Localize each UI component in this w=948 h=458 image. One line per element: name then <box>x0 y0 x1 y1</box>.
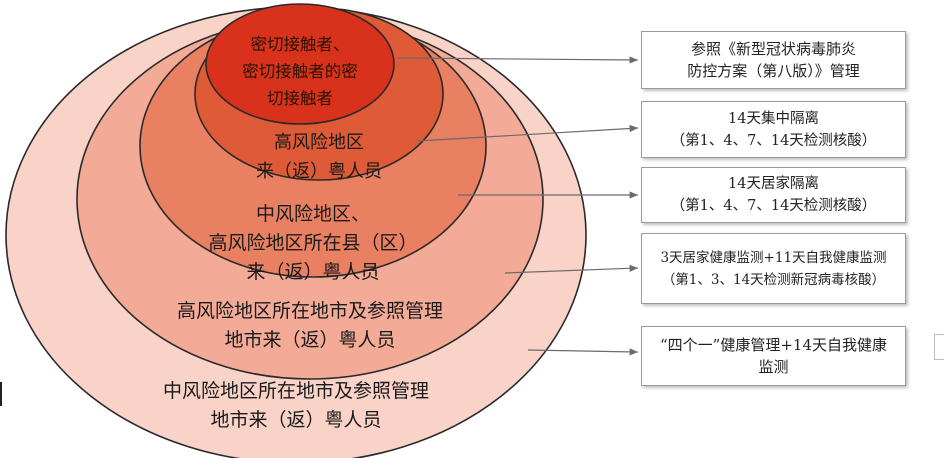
left-edge-mark <box>0 382 2 406</box>
measure-line: 14天居家隔离 <box>728 176 819 192</box>
connector-arrow-4 <box>504 264 639 274</box>
measure-box-medium-risk-city: “四个一”健康管理+14天自我健康 监测 <box>641 326 906 386</box>
circle-level-1 <box>205 3 395 125</box>
measure-line: 参照《新型冠状病毒肺炎 <box>690 40 856 58</box>
measure-line: 14天集中隔离 <box>728 110 819 127</box>
circle-label-level-5: 地市来（返）粤人员 <box>210 409 381 431</box>
circle-label-level-5: 中风险地区所在地市及参照管理 <box>163 380 429 402</box>
circle-label-level-4: 地市来（返）粤人员 <box>224 329 395 351</box>
connector-arrow-2 <box>417 124 639 142</box>
circle-label-level-2: 高风险地区 <box>274 132 364 153</box>
circle-label-level-3: 高风险地区所在县（区） <box>208 232 417 254</box>
circle-label-level-2: 来（返）粤人员 <box>256 161 382 182</box>
right-edge-mark <box>934 334 944 360</box>
measure-line: （第1、4、7、14天检测核酸） <box>670 198 877 214</box>
circle-label-level-1: 密切接触者、 <box>251 35 350 54</box>
measure-box-high-risk: 14天集中隔离 （第1、4、7、14天检测核酸） <box>641 101 906 158</box>
measure-line: （第1、4、7、14天检测核酸） <box>670 132 877 149</box>
circle-label-level-3: 中风险地区、 <box>256 203 370 225</box>
measure-box-medium-risk: 14天居家隔离 （第1、4、7、14天检测核酸） <box>641 167 906 223</box>
measure-line: 防控方案（第八版）》管理 <box>687 62 860 80</box>
circle-label-level-3: 来（返）粤人员 <box>246 261 379 283</box>
measure-box-high-risk-city: 3天居家健康监测+11天自我健康监测 （第1、3、14天检测新冠病毒核酸） <box>641 233 906 304</box>
connector-arrow-1 <box>397 56 639 64</box>
measure-line: （第1、3、14天检测新冠病毒核酸） <box>661 271 886 288</box>
measure-line: 监测 <box>758 358 789 376</box>
circle-label-level-4: 高风险地区所在地市及参照管理 <box>177 300 443 322</box>
connector-arrow-5 <box>527 348 639 356</box>
measure-line: “四个一”健康管理+14天自我健康 <box>660 336 887 354</box>
circle-label-level-1: 密切接触者的密 <box>242 62 358 81</box>
measure-line: 3天居家健康监测+11天自我健康监测 <box>660 249 887 266</box>
circle-label-level-1: 切接触者 <box>267 89 333 108</box>
measure-box-close-contacts: 参照《新型冠状病毒肺炎 防控方案（第八版）》管理 <box>641 31 906 89</box>
